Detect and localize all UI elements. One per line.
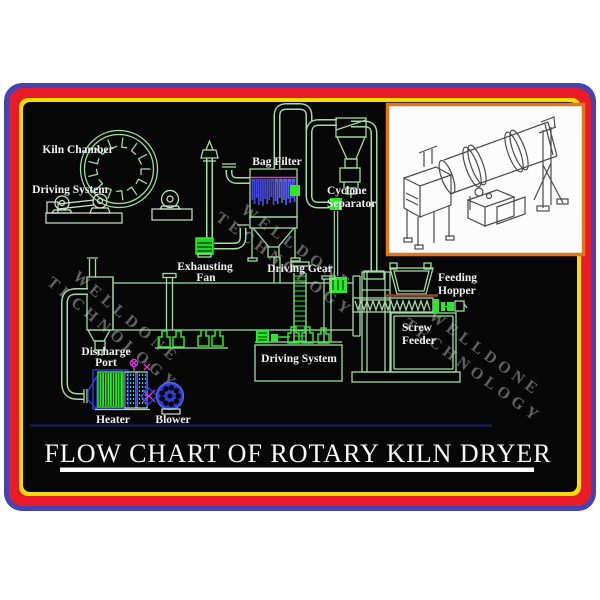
label-separator: Separator [327, 198, 376, 210]
cyclone-separator-drawing [273, 103, 385, 280]
discharge-assembly-drawing [61, 257, 114, 403]
driving-system-drawing [254, 261, 343, 382]
label-driving-system-center: Driving System [261, 353, 337, 365]
page-title: FLOW CHART OF ROTARY KILN DRYER [44, 439, 551, 468]
diagram-labels: Kiln Chamber Driving System Bag Filter C… [32, 144, 477, 426]
label-hopper: Hopper [438, 285, 476, 297]
screw-feeder-drawing [352, 297, 468, 373]
label-blower: Blower [155, 414, 190, 426]
label-screw: Screw [402, 322, 433, 334]
label-feeding: Feeding [438, 272, 477, 284]
title-underline [60, 467, 534, 472]
label-driving-system-left: Driving System [32, 184, 108, 196]
heater-drawing [87, 358, 158, 411]
feeding-hopper-drawing [386, 262, 438, 297]
blower-drawing [155, 381, 185, 415]
burner-symbols [129, 358, 158, 405]
label-port: Port [95, 357, 117, 369]
exhaust-stack-drawing [200, 139, 219, 238]
label-bag-filter: Bag Filter [252, 156, 302, 168]
kiln-chamber-drawing [79, 129, 159, 209]
watermark-3: WELLDONE TECHNOLOGY [400, 307, 545, 426]
label-cyclone: Cyclone [327, 185, 367, 197]
label-fan: Fan [196, 272, 216, 284]
filter-bags [251, 179, 296, 206]
bag-filter-drawing [222, 163, 301, 283]
label-discharge: Discharge [81, 346, 130, 358]
machine-photo-inset [385, 102, 586, 257]
label-exhausting: Exhausting [177, 261, 233, 273]
watermark-1: WELLDONE TECHNOLOGY [212, 201, 357, 320]
kiln-driving-system-drawing [45, 189, 193, 224]
exhausting-fan-drawing [195, 224, 249, 258]
machine-drawing [402, 116, 569, 250]
label-driving-gear: Driving Gear [267, 263, 332, 275]
label-feeder: Feeder [402, 335, 436, 347]
label-heater: Heater [96, 414, 130, 426]
label-kiln-chamber: Kiln Chamber [42, 144, 113, 156]
